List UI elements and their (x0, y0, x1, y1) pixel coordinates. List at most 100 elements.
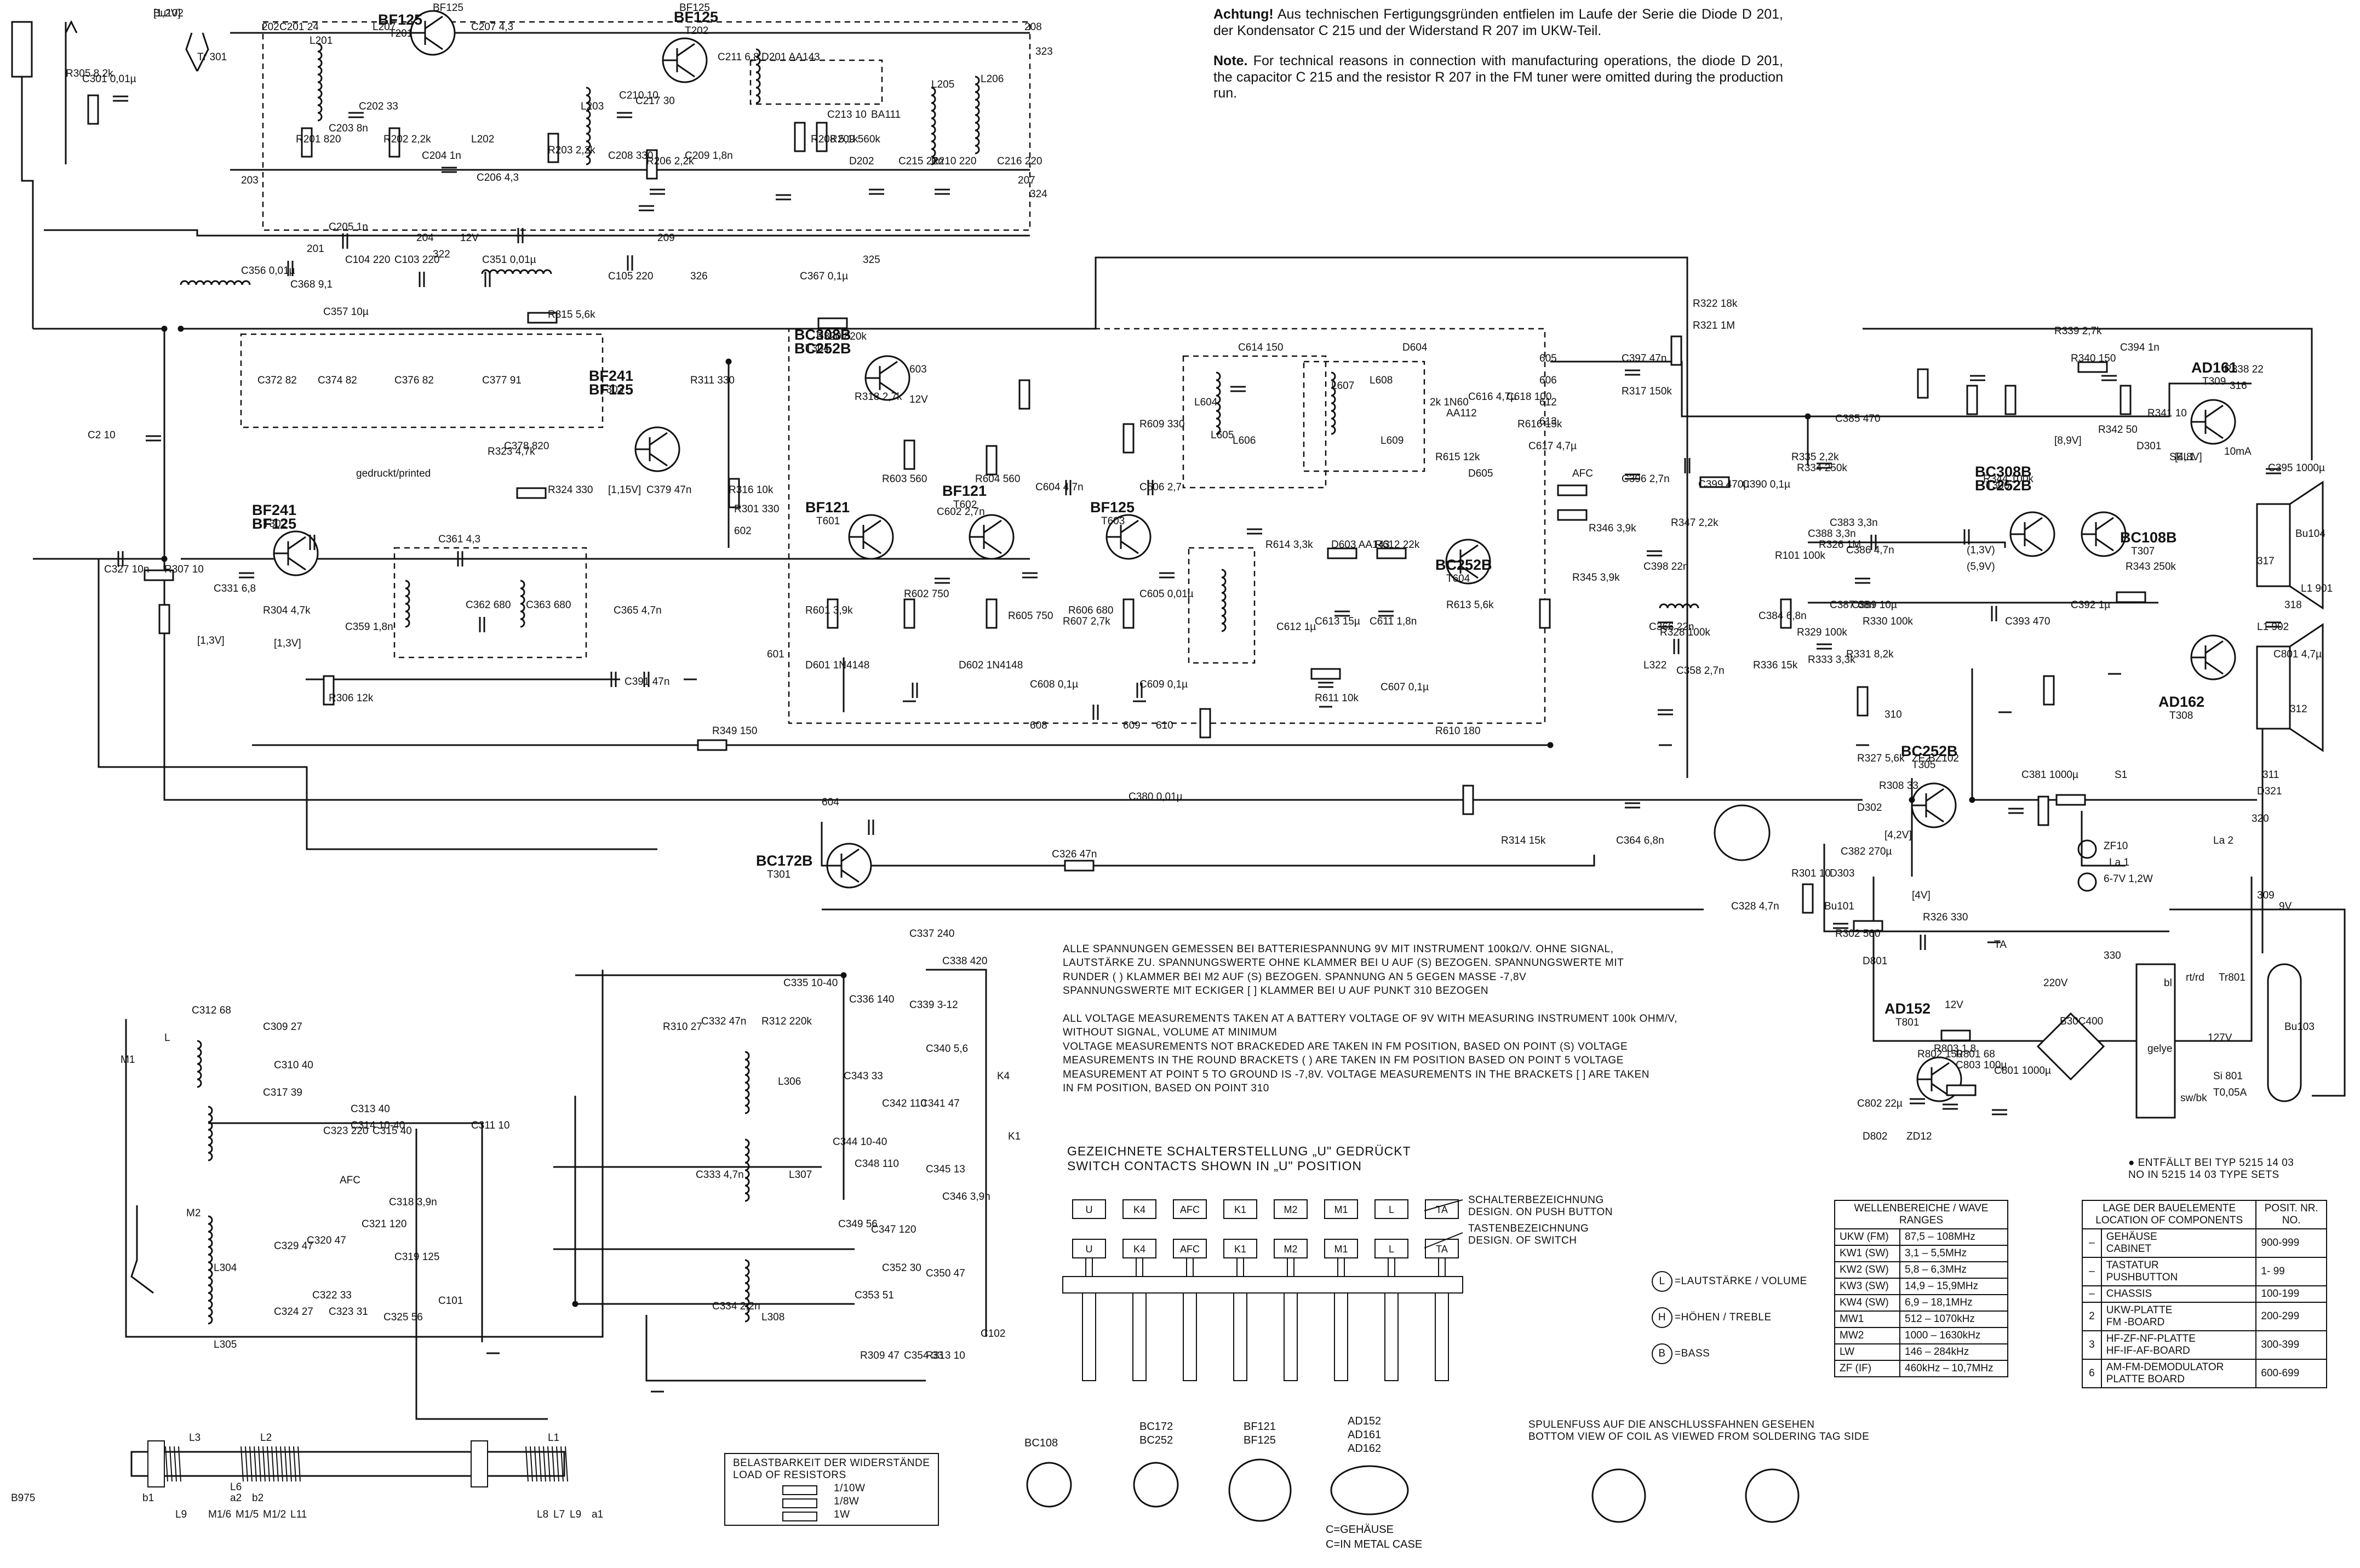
resistor (1018, 379, 1030, 410)
component-label: SEL1 (2169, 451, 2195, 463)
switch-button-top-label: K1 (1234, 1204, 1246, 1215)
transistor-name: BF125 (378, 12, 422, 28)
ferrite-label: L7 (553, 1509, 565, 1520)
component-label: 209 (657, 232, 675, 244)
transistor-name: BF121 (942, 483, 987, 499)
component-label: C618 100 (1506, 391, 1551, 403)
resistor (1539, 598, 1551, 629)
component-label: R601 3,9k (805, 605, 853, 616)
component-label: C397 47n (1622, 353, 1666, 364)
ta-socket (1714, 804, 1771, 861)
location-range: 1- 99 (2255, 1257, 2327, 1286)
component-label: 601 (767, 649, 784, 660)
pinout-bc172-label: BC172 (1139, 1421, 1173, 1433)
component-label: D802 (1863, 1131, 1887, 1142)
switch-button-top (1173, 1199, 1207, 1219)
wave-range-cell: KW4 (SW) (1834, 1294, 1901, 1312)
wire (574, 1096, 855, 1305)
voltage-note-line: ALLE SPANNUNGEN GEMESSEN BEI BATTERIESPA… (1063, 943, 1614, 955)
component-label: C350 47 (926, 1268, 965, 1279)
transistor-ref: T801 (1895, 1017, 1919, 1028)
wave-range-cell: 5,8 – 6,3MHz (1899, 1261, 2008, 1279)
component-label: C612 1µ (1276, 621, 1316, 633)
component-label: R338 22 (2224, 364, 2264, 375)
location-name-de: HF-ZF-NF-PLATTE (2106, 1333, 2196, 1344)
component-label: R611 10k (1315, 693, 1359, 704)
component-label: C353 51 (855, 1290, 894, 1301)
voltage-note-line: IN FM POSITION, BASED ON POINT 310 (1063, 1083, 1269, 1095)
winding (280, 1446, 283, 1482)
location-name-de: AM-FM-DEMODULATOR (2106, 1361, 2224, 1373)
speaker-2 (2256, 645, 2291, 730)
transistor-ref: T302 (263, 518, 287, 530)
component-label: C216 220 (997, 156, 1042, 167)
transistor-collector (1926, 788, 1944, 802)
pinout-case-en: C=IN METAL CASE (1326, 1538, 1422, 1550)
component-label: C346 3,9n (942, 1191, 990, 1203)
transistor-ref: T602 (953, 499, 977, 511)
demod-coil-box2 (1303, 360, 1425, 472)
resistor (2116, 591, 2146, 603)
resistor (1122, 423, 1135, 454)
component-label: L305 (214, 1339, 237, 1350)
position-header-pos: POSIT. NR. (2264, 1203, 2318, 1214)
component-label: 326 (690, 271, 708, 282)
note-de-text: Aus technischen Fertigungsgründen entfie… (1213, 7, 1783, 38)
component-label: La 2 (2213, 835, 2233, 846)
rod-holder (147, 1440, 165, 1487)
wire (1808, 541, 2006, 548)
component-label: 322 (433, 249, 450, 260)
location-range: 200-299 (2255, 1302, 2327, 1331)
wave-range-row: UKW (FM)87,5 – 108MHz (1834, 1228, 2008, 1246)
wire (1550, 360, 1809, 466)
resistor (1122, 598, 1135, 629)
switch-legend-sw-de: TASTENBEZEICHNUNG (1468, 1223, 1589, 1234)
component-label: ZE2 (1912, 753, 1931, 764)
winding (249, 1446, 253, 1482)
transistor-name: BC308B (794, 327, 851, 343)
component-label: C203 8n (329, 123, 368, 134)
wire (926, 969, 987, 1337)
resistor (794, 122, 806, 152)
component-label: D202 (849, 156, 874, 167)
component-label: R614 3,3k (1265, 539, 1313, 551)
component-label: R333 3,3k (1808, 654, 1855, 666)
wire (44, 229, 1030, 237)
component-label: L606 (1233, 435, 1256, 447)
component-label: C329 47 (274, 1240, 313, 1252)
location-name: CHASSIS (2100, 1285, 2257, 1303)
component-label: L605 (1211, 430, 1234, 441)
components (11, 10, 2324, 1393)
component-label: R322 18k (1693, 298, 1738, 310)
location-name-de: CHASSIS (2106, 1288, 2152, 1300)
component-label: C611 1,8n (1370, 616, 1417, 627)
winding (560, 1446, 564, 1482)
component-label: B30C400 (2060, 1016, 2103, 1027)
component-label: 323 (1035, 46, 1053, 58)
component-label: C338 420 (942, 955, 987, 967)
voltage-note-line (1063, 999, 1677, 1011)
component-label: L304 (214, 1262, 237, 1274)
transistor-name: BC308B (1975, 463, 2032, 480)
pinout-bc108-label: BC108 (1024, 1437, 1058, 1449)
location-name-en: PUSHBUTTON (2106, 1272, 2178, 1283)
resistor (2055, 794, 2086, 806)
wire (125, 970, 604, 1338)
wave-range-row: KW1 (SW)3,1 – 5,5MHz (1834, 1245, 2008, 1262)
component-label: C334 2,2n (712, 1301, 760, 1312)
component-label: C383 3,3n (1830, 517, 1878, 529)
transistor-name: AD162 (2158, 694, 2204, 710)
resistor (1853, 920, 1883, 932)
wave-range-cell: MW2 (1834, 1327, 1901, 1344)
transistor-emitter (288, 557, 306, 571)
control-legend-item: H=HÖHEN / TREBLE (1652, 1307, 1807, 1328)
component-label: C345 13 (926, 1164, 965, 1175)
location-header: LAGE DER BAUELEMENTE LOCATION OF COMPONE… (2081, 1200, 2257, 1229)
component-label: C311 10 (471, 1120, 509, 1131)
component-label: C384 6,8n (1758, 610, 1807, 622)
switch-legend-push-en: DESIGN. ON PUSH BUTTON (1468, 1206, 1613, 1218)
transistor-emitter (1120, 540, 1139, 554)
